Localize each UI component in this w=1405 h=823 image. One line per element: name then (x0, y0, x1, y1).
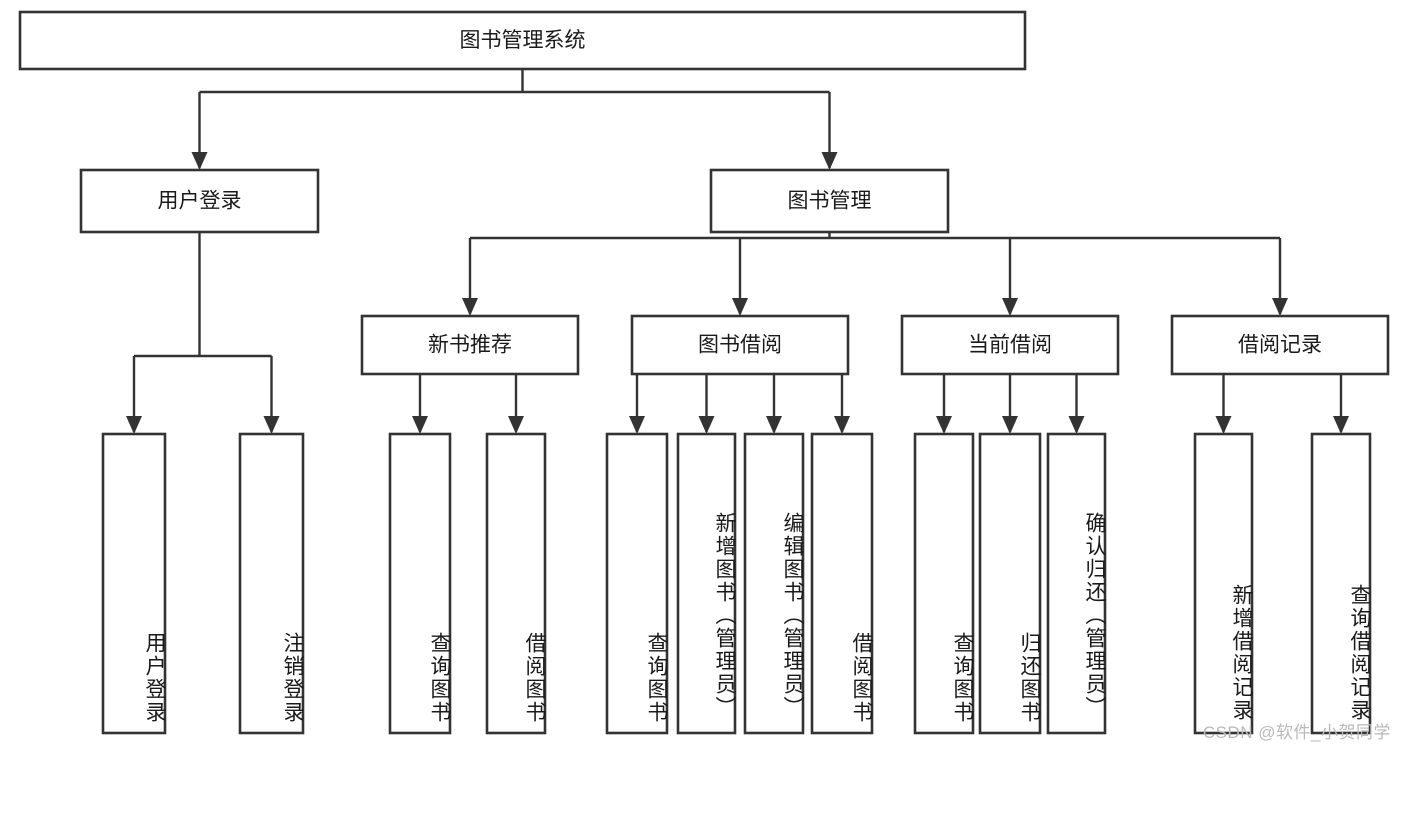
node-box-new-book-rec[interactable] (360, 314, 580, 376)
node-box-leaf-edit-book[interactable] (743, 432, 805, 735)
node-box-leaf-borrow-book-a[interactable] (485, 432, 547, 735)
node-box-book-manage[interactable] (709, 168, 950, 234)
node-box-leaf-query-book-b[interactable] (605, 432, 669, 735)
arrow-leaf-user-login (126, 416, 142, 434)
arrow-leaf-add-record (1215, 416, 1232, 434)
node-label-book-manage: 图书管理 (788, 190, 872, 213)
node-label-borrow-record: 借阅记录 (1238, 334, 1322, 357)
arrow-leaf-borrow-book-a (508, 416, 524, 434)
node-box-leaf-user-login[interactable] (101, 432, 167, 735)
node-label-current-borrow: 当前借阅 (968, 334, 1052, 357)
arrow-leaf-query-book-a (412, 416, 428, 434)
node-box-leaf-query-book-c[interactable] (913, 432, 975, 735)
arrow-book-manage (821, 152, 838, 170)
node-box-leaf-query-record[interactable] (1310, 432, 1372, 735)
arrow-leaf-add-book (698, 416, 715, 434)
node-box-leaf-borrow-book-b[interactable] (810, 432, 874, 735)
arrow-leaf-query-book-c (936, 416, 952, 434)
node-box-leaf-return-book[interactable] (978, 432, 1042, 735)
arrow-current-borrow (1002, 298, 1018, 316)
watermark-text: CSDN @软件_小贺同学 (1202, 723, 1391, 742)
flowchart-canvas: 图书管理系统用户登录图书管理新书推荐图书借阅当前借阅借阅记录 用户登录注销登录查… (18, 10, 1391, 742)
arrow-new-book-rec (462, 298, 478, 316)
arrow-borrow-record (1272, 298, 1288, 316)
node-box-current-borrow[interactable] (900, 314, 1120, 376)
node-box-leaf-query-book-a[interactable] (388, 432, 452, 735)
node-box-leaf-confirm-return[interactable] (1046, 432, 1107, 735)
arrow-leaf-return-book (1002, 416, 1018, 434)
node-label-new-book-rec: 新书推荐 (428, 334, 512, 357)
arrow-leaf-query-record (1333, 416, 1349, 434)
arrow-leaf-query-book-b (629, 416, 645, 434)
node-label-user-login: 用户登录 (158, 190, 242, 213)
arrow-leaf-borrow-book-b (834, 416, 850, 434)
edges-layer (126, 69, 1349, 434)
arrow-leaf-edit-book (766, 416, 782, 434)
node-box-root[interactable] (18, 10, 1027, 71)
node-box-book-borrow[interactable] (630, 314, 850, 376)
node-box-leaf-logout[interactable] (238, 432, 305, 735)
arrow-book-borrow (732, 298, 748, 316)
node-box-borrow-record[interactable] (1170, 314, 1390, 376)
node-label-root: 图书管理系统 (460, 29, 586, 52)
node-box-leaf-add-record[interactable] (1193, 432, 1254, 735)
node-label-book-borrow: 图书借阅 (698, 334, 782, 357)
node-box-user-login[interactable] (79, 168, 320, 234)
arrow-leaf-logout (263, 416, 280, 434)
boxes-layer (18, 10, 1390, 735)
node-box-leaf-add-book[interactable] (676, 432, 737, 735)
arrow-leaf-confirm-return (1068, 416, 1085, 434)
arrow-user-login (191, 152, 208, 170)
